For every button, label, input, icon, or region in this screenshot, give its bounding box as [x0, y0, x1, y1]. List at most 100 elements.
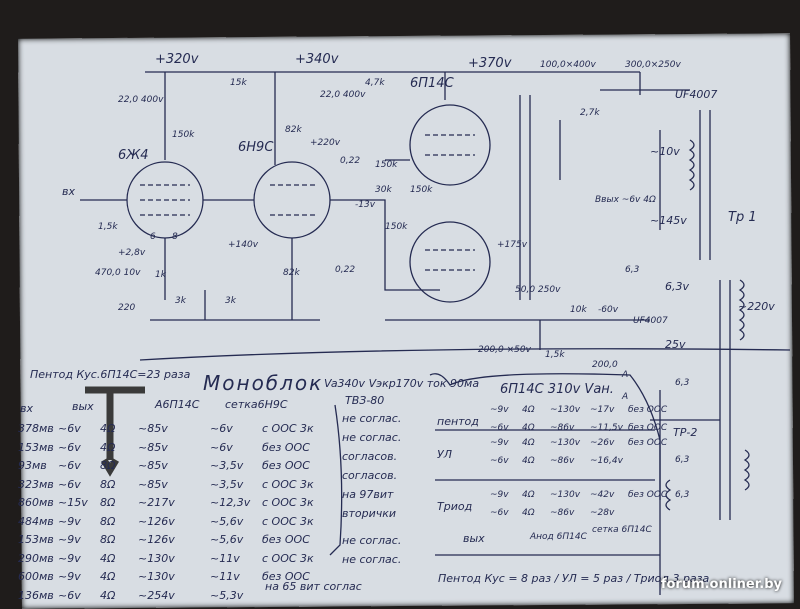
cell-load: 4Ω	[100, 588, 116, 602]
triode-cell: без ООС	[628, 490, 668, 500]
watermark: forum.onliner.by	[660, 577, 782, 592]
triode-cell: ~130v	[550, 490, 581, 500]
voltage-140: +140v	[228, 240, 259, 250]
ul-cell: ~6v	[490, 456, 509, 466]
remark: вторички	[342, 507, 397, 520]
cap-50: 50,0 250v	[515, 285, 561, 295]
res-47k: 4,7k	[365, 78, 385, 88]
res-150k-3: 150k	[410, 185, 433, 195]
cap-200-a: 200,0 ×50v	[478, 345, 531, 355]
res-10k: 10k	[570, 305, 587, 315]
transformer-coils	[665, 139, 750, 511]
cap-22-1: 22,0 400v	[118, 95, 164, 105]
cell-anode: ~85v	[138, 477, 168, 491]
res-82k-2: 82k	[283, 268, 300, 278]
cell-input: 153мв	[18, 533, 54, 546]
anode-a-2: A	[622, 392, 629, 402]
wires	[80, 71, 791, 595]
voltage-220: +220v	[310, 138, 341, 148]
cell-output: ~9v	[58, 551, 81, 565]
cell-load: 8Ω	[100, 514, 116, 528]
tube-6p14s-bottom	[409, 221, 491, 303]
res-15k: 15k	[230, 78, 247, 88]
remark: согласов.	[342, 469, 398, 482]
tube-label-6zh4: 6Ж4	[118, 148, 149, 163]
remark: согласов.	[342, 450, 398, 463]
cell-input: 484мв	[18, 514, 54, 528]
box-outline	[429, 373, 661, 595]
remark: на 97вит	[342, 488, 394, 501]
res-1-5k: 1,5k	[98, 222, 118, 232]
cell-grid: ~6v	[210, 440, 233, 454]
voltage-175: +175v	[497, 240, 528, 250]
cell-feedback: с ООС 3к	[262, 496, 314, 509]
cell-input: 153мв	[18, 440, 54, 454]
speaker-label: Bвых ~6v 4Ω	[595, 195, 656, 205]
remark: не соглас.	[342, 431, 402, 444]
header-specs: Va340v Vэкр170v ток 90ма	[324, 377, 480, 390]
res-30k: 30k	[375, 185, 392, 195]
gain-pentode-note: Пентод Кус.6П14С=23 раза	[30, 368, 191, 381]
ul-cell: 4Ω	[522, 456, 535, 466]
cell-anode: ~130v	[138, 551, 175, 565]
filament-6-3-d: 6,3	[625, 265, 640, 275]
cell-grid: ~3,5v	[210, 477, 244, 491]
arrow-marker	[85, 386, 145, 477]
cell-output: ~6v	[58, 588, 81, 602]
col-header-grid: сетка6Н9С	[225, 398, 288, 411]
res-150k-4: 150k	[385, 222, 408, 232]
col-header-anode: A6П14С	[155, 398, 200, 411]
brace	[329, 404, 343, 556]
diode-uf4007-2: UF4007	[633, 316, 668, 326]
footer-remark: на 65 вит соглас	[265, 580, 362, 593]
cell-input: 323мв	[18, 477, 54, 491]
transformer-tr2: ТР-2	[673, 426, 698, 439]
triode-cell: ~6v	[490, 508, 509, 518]
cell-grid: ~5,6v	[210, 514, 244, 528]
cell-output: ~6v	[58, 440, 81, 454]
res-150k: 150k	[172, 130, 195, 140]
cell-input: 860мв	[18, 496, 54, 509]
rail-320: +320v	[155, 52, 199, 67]
pentode-label: пентод	[437, 415, 479, 428]
triode-cell: ~9v	[490, 490, 509, 500]
transformer-tr1: Тр 1	[728, 210, 757, 225]
res-1k: 1k	[155, 270, 166, 280]
cap-100: 100,0×400v	[540, 60, 596, 70]
arrow-note-out: вых	[463, 532, 485, 545]
cell-load: 8Ω	[100, 459, 116, 472]
tube-6n9s	[253, 161, 331, 239]
cell-load: 4Ω	[100, 570, 116, 583]
tubes	[126, 104, 491, 303]
input-label: вх	[62, 185, 75, 198]
ul-cell: без ООС	[628, 438, 668, 448]
tube-label-6p14s: 6П14С	[410, 76, 454, 91]
cell-output: ~6v	[58, 459, 81, 472]
cell-output: ~9v	[58, 533, 81, 546]
filament-6-3-a: 6,3	[675, 378, 690, 388]
triode-cell: 4Ω	[522, 508, 535, 518]
pentode-cell: 4Ω	[522, 423, 535, 433]
filament-6-3-c: 6,3	[675, 490, 690, 500]
col-header-out: вых	[72, 400, 94, 413]
pentode-cell: без ООС	[628, 423, 668, 433]
cell-feedback: без ООС	[262, 440, 310, 454]
ul-label: УЛ	[437, 448, 452, 461]
cell-anode: ~217v	[138, 496, 175, 509]
gain-summary: Пентод Кус = 8 раз / УЛ = 5 раз / Триод …	[438, 572, 710, 585]
cell-input: 290мв	[18, 551, 54, 565]
cell-grid: ~12,3v	[210, 496, 251, 509]
pentode-cell: ~86v	[550, 423, 575, 433]
cell-anode: ~254v	[138, 588, 175, 602]
cell-load: 8Ω	[100, 496, 116, 509]
cell-grid: ~5,3v	[210, 588, 244, 602]
pin-6: 6	[150, 232, 156, 242]
pin-8: 8	[172, 232, 178, 242]
res-3k-a: 3k	[175, 296, 186, 306]
voltage-minus13: -13v	[355, 200, 376, 210]
cap-022-a: 0,22	[340, 156, 361, 166]
ul-cell: ~86v	[550, 456, 575, 466]
cap-470: 470,0 10v	[95, 268, 141, 278]
cap-022-b: 0,22	[335, 265, 356, 275]
